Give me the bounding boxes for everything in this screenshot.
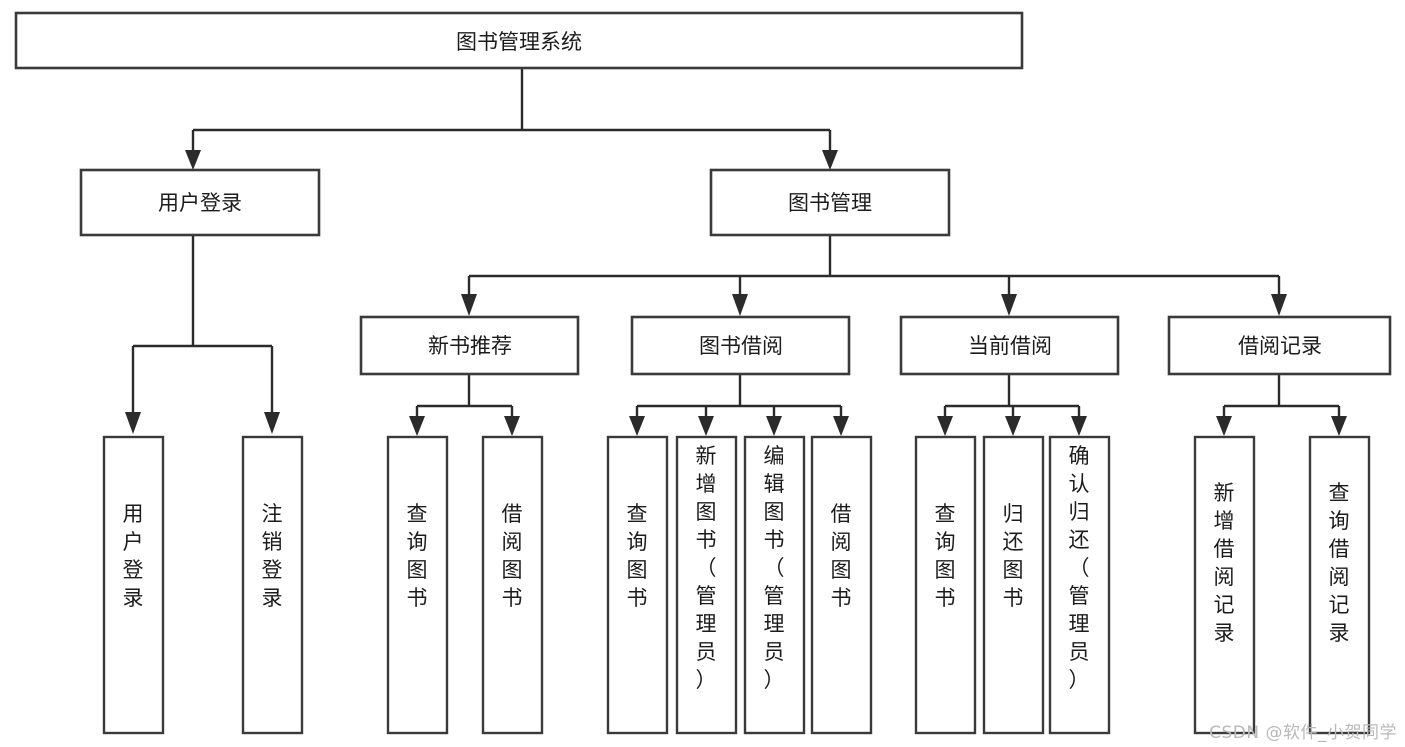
leaf-current-borrow-2-box[interactable] — [982, 435, 1045, 735]
node-user-login-label: 用户登录 — [158, 191, 242, 215]
node-book-manage[interactable]: 图书管理 — [709, 168, 951, 237]
leaf-current-borrow-1-box[interactable] — [914, 435, 977, 735]
leaf-new-book-1-label: 查询图书 — [407, 502, 428, 610]
arrow-bookborrow-leaf3 — [766, 416, 782, 436]
arrow-new-book — [461, 294, 477, 316]
arrow-borrow-record — [1271, 294, 1287, 316]
leaf-current-borrow-2[interactable]: 归还图书 — [982, 435, 1045, 735]
arrow-borrowrecord-leaf2 — [1331, 416, 1347, 436]
node-root-box[interactable] — [14, 11, 1024, 70]
leaf-user-login-1-box[interactable] — [102, 435, 165, 735]
arrow-newbook-leaf2 — [504, 416, 520, 436]
node-new-book-recommend[interactable]: 新书推荐 — [359, 315, 580, 376]
arrow-bookborrow-leaf4 — [833, 416, 849, 436]
leaf-borrow-record-1-label: 新增借阅记录 — [1214, 481, 1235, 645]
node-borrow-record-label: 借阅记录 — [1238, 334, 1322, 358]
leaf-user-login-2-label: 注销登录 — [262, 502, 283, 610]
node-new-book-recommend-label: 新书推荐 — [428, 334, 512, 358]
leaf-book-borrow-2-label: 新增图书（管理员） — [696, 444, 717, 692]
leaf-current-borrow-2-label: 归还图书 — [1003, 502, 1024, 610]
arrow-currentborrow-leaf3 — [1071, 416, 1087, 436]
leaf-new-book-2[interactable]: 借阅图书 — [481, 435, 544, 735]
leaf-borrow-record-2[interactable]: 查询借阅记录 — [1308, 435, 1371, 735]
node-borrow-record-box[interactable] — [1167, 315, 1392, 376]
leaf-book-borrow-3[interactable]: 编辑图书（管理员） — [743, 435, 806, 735]
leaf-user-login-2[interactable]: 注销登录 — [241, 435, 304, 735]
leaf-current-borrow-1[interactable]: 查询图书 — [914, 435, 977, 735]
node-root-label: 图书管理系统 — [456, 30, 582, 54]
csdn-watermark: CSDN @软件_小贺同学 — [1209, 723, 1397, 743]
arrow-book-manage — [822, 150, 838, 170]
arrow-user-login — [185, 150, 201, 170]
connector-layer — [125, 67, 1347, 436]
leaf-book-borrow-4-box[interactable] — [810, 435, 873, 735]
arrow-currentborrow-leaf1 — [937, 416, 953, 436]
arrow-bookborrow-leaf1 — [629, 416, 645, 436]
node-book-borrow-box[interactable] — [630, 315, 851, 376]
node-book-borrow-label: 图书借阅 — [699, 334, 783, 358]
leaf-book-borrow-3-label: 编辑图书（管理员） — [764, 444, 785, 692]
arrow-newbook-leaf1 — [409, 416, 425, 436]
node-user-login-box[interactable] — [79, 168, 321, 237]
leaf-user-login-1[interactable]: 用户登录 — [102, 435, 165, 735]
leaf-user-login-1-label: 用户登录 — [123, 502, 144, 610]
leaf-new-book-1[interactable]: 查询图书 — [386, 435, 449, 735]
leaf-borrow-record-2-label: 查询借阅记录 — [1329, 481, 1350, 645]
leaf-borrow-record-1-box[interactable] — [1193, 435, 1256, 735]
leaf-current-borrow-3[interactable]: 确认归还（管理员） — [1048, 435, 1111, 735]
leaf-current-borrow-3-box[interactable] — [1048, 435, 1111, 735]
leaf-new-book-2-label: 借阅图书 — [502, 502, 523, 610]
leaf-book-borrow-4[interactable]: 借阅图书 — [810, 435, 873, 735]
node-current-borrow[interactable]: 当前借阅 — [899, 315, 1120, 376]
leaf-book-borrow-1-label: 查询图书 — [627, 502, 648, 610]
node-book-manage-label: 图书管理 — [788, 191, 872, 215]
node-book-manage-box[interactable] — [709, 168, 951, 237]
node-current-borrow-box[interactable] — [899, 315, 1120, 376]
leaf-book-borrow-1[interactable]: 查询图书 — [606, 435, 669, 735]
leaf-borrow-record-2-box[interactable] — [1308, 435, 1371, 735]
arrow-userlogin-leaf2 — [264, 412, 280, 434]
arrow-bookborrow-leaf2 — [698, 416, 714, 436]
node-new-book-recommend-box[interactable] — [359, 315, 580, 376]
leaf-book-borrow-3-box[interactable] — [743, 435, 806, 735]
arrow-userlogin-leaf1 — [125, 412, 141, 434]
arrow-borrowrecord-leaf1 — [1216, 416, 1232, 436]
leaf-new-book-2-box[interactable] — [481, 435, 544, 735]
leaf-new-book-1-box[interactable] — [386, 435, 449, 735]
arrow-current-borrow — [1001, 294, 1017, 316]
node-book-borrow[interactable]: 图书借阅 — [630, 315, 851, 376]
node-current-borrow-label: 当前借阅 — [968, 334, 1052, 358]
node-borrow-record[interactable]: 借阅记录 — [1167, 315, 1392, 376]
leaf-book-borrow-4-label: 借阅图书 — [831, 502, 852, 610]
arrow-book-borrow — [732, 294, 748, 316]
leaf-book-borrow-2[interactable]: 新增图书（管理员） — [675, 435, 738, 735]
leaf-borrow-record-1[interactable]: 新增借阅记录 — [1193, 435, 1256, 735]
node-user-login[interactable]: 用户登录 — [79, 168, 321, 237]
leaf-book-borrow-2-box[interactable] — [675, 435, 738, 735]
arrow-currentborrow-leaf2 — [1005, 416, 1021, 436]
leaf-current-borrow-3-label: 确认归还（管理员） — [1069, 444, 1090, 692]
leaf-book-borrow-1-box[interactable] — [606, 435, 669, 735]
leaf-user-login-2-box[interactable] — [241, 435, 304, 735]
node-root[interactable]: 图书管理系统 — [14, 11, 1024, 70]
leaf-current-borrow-1-label: 查询图书 — [935, 502, 956, 610]
